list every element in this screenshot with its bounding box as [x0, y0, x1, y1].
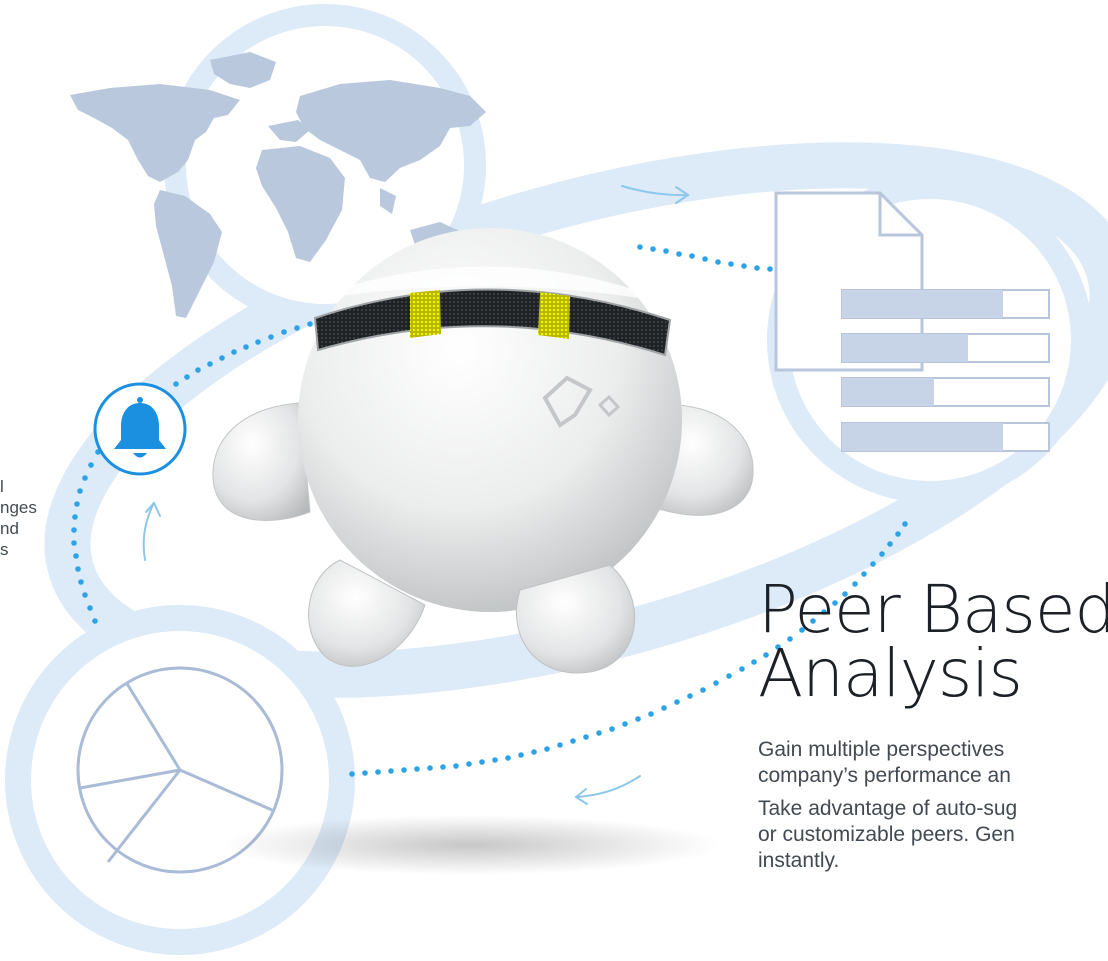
- bar-list-icon: [841, 289, 1050, 452]
- dotted-path: [71, 244, 908, 777]
- flow-arrows: [142, 185, 690, 805]
- feature-title-line-1: Peer Based: [758, 571, 1108, 648]
- description-paragraph-1: Gain multiple perspectives company’s per…: [758, 737, 1108, 789]
- left-caption-line: nd: [0, 519, 19, 538]
- description-line: instantly.: [758, 849, 840, 872]
- description-line: or customizable peers. Gen: [758, 823, 1015, 846]
- left-caption-line: l: [0, 477, 4, 496]
- feature-title: Peer Based Analysis: [758, 571, 1108, 712]
- description-line: company’s performance an: [758, 764, 1011, 787]
- left-caption-line: nges: [0, 498, 37, 517]
- description-line: Gain multiple perspectives: [758, 738, 1005, 761]
- feature-description: Gain multiple perspectives company’s per…: [758, 737, 1108, 881]
- description-line: Take advantage of auto-sug: [758, 797, 1018, 820]
- description-paragraph-2: Take advantage of auto-sug or customizab…: [758, 796, 1108, 874]
- robot-mascot: [212, 228, 754, 875]
- orbit-ring: [44, 142, 1108, 698]
- left-caption: l nges nd s: [0, 476, 70, 560]
- bell-icon[interactable]: [93, 382, 187, 476]
- feature-title-line-2: Analysis: [758, 635, 1023, 712]
- pie-chart-icon: [76, 666, 284, 874]
- left-caption-line: s: [0, 540, 9, 559]
